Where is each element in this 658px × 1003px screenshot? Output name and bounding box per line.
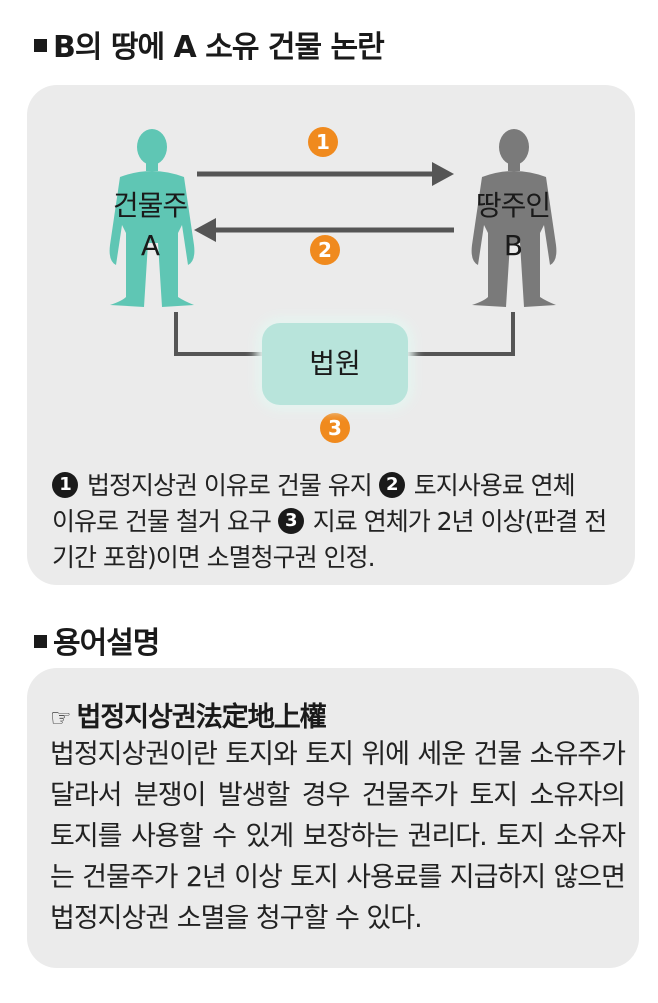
step-3-badge: 3: [320, 413, 350, 443]
caption-text-1: 법정지상권 이유로 건물 유지: [86, 471, 373, 500]
person-b-figure: [471, 129, 557, 307]
glossary-term: ☞법정지상권法定地上權: [50, 702, 327, 733]
bullet-square-icon: [34, 39, 47, 52]
caption-num-2: 2: [378, 472, 405, 498]
court-connector: [174, 312, 515, 356]
glossary-title: 용어설명: [34, 618, 160, 662]
court-box: 법원: [262, 323, 408, 405]
glossary-panel: [27, 668, 639, 968]
step-1-badge: 1: [308, 127, 338, 157]
arrow-b-to-a: [194, 218, 454, 242]
diagram-title: B의 땅에 A 소유 건물 논란: [34, 22, 385, 66]
caption-text-2: 토지사용료 연체 이유로 건물 철거 요구: [52, 471, 576, 536]
person-b-label: 땅주인 B: [475, 189, 551, 262]
diagram-caption: 1 법정지상권 이유로 건물 유지 2 토지사용료 연체 이유로 건물 철거 요…: [52, 468, 622, 576]
person-a-figure: [109, 129, 195, 307]
caption-num-1: 1: [52, 472, 78, 498]
person-a-label: 건물주 A: [112, 189, 188, 262]
arrow-a-to-b: [197, 162, 454, 186]
caption-text-3: 지료 연체가 2년 이상(판결 전 기간 포함)이면 소멸청구권 인정.: [52, 507, 607, 572]
caption-num-3: 3: [277, 508, 304, 534]
pointing-hand-icon: ☞: [50, 704, 71, 732]
step-2-badge: 2: [310, 235, 340, 265]
bullet-square-icon: [34, 635, 47, 648]
glossary-definition: 법정지상권이란 토지와 토지 위에 세운 건물 소유주가 달라서 분쟁이 발생할…: [50, 739, 626, 934]
